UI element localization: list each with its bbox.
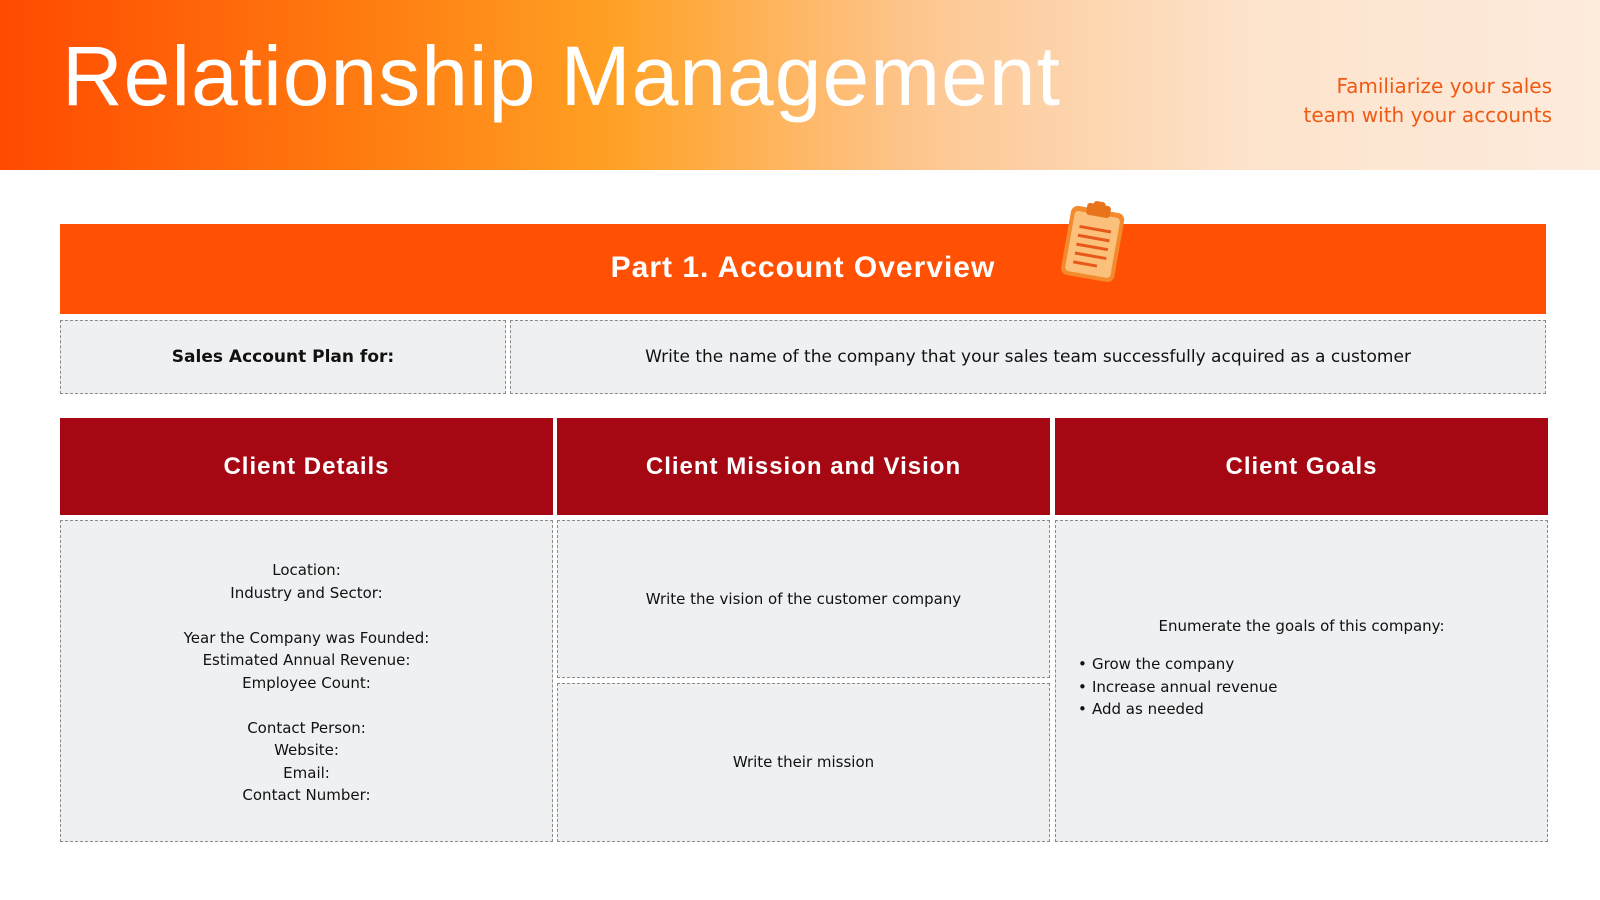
plan-value[interactable]: Write the name of the company that your …	[510, 320, 1546, 394]
goal-item: Add as needed	[1078, 698, 1278, 721]
goals-list: Grow the company Increase annual revenue…	[1078, 653, 1278, 721]
client-details-cell[interactable]: Location: Industry and Sector: Year the …	[60, 520, 553, 842]
client-mission-vision-header: Client Mission and Vision	[557, 418, 1050, 515]
subtitle-line-1: Familiarize your sales	[1336, 74, 1552, 98]
client-details-header: Client Details	[60, 418, 553, 515]
client-mission-cell[interactable]: Write their mission	[557, 683, 1050, 842]
goals-intro: Enumerate the goals of this company:	[1158, 617, 1445, 635]
location-field: Location:	[272, 561, 341, 579]
founded-field: Year the Company was Founded:	[183, 628, 430, 647]
mission-text: Write their mission	[732, 753, 875, 772]
client-vision-cell[interactable]: Write the vision of the customer company	[557, 520, 1050, 678]
spacer	[61, 694, 552, 717]
spacer	[61, 604, 552, 627]
employee-count-field: Employee Count:	[242, 673, 371, 692]
part1-title: Part 1. Account Overview	[610, 251, 996, 284]
client-goals-cell[interactable]: Enumerate the goals of this company: Gro…	[1055, 520, 1548, 842]
part1-banner: Part 1. Account Overview	[60, 224, 1546, 314]
goal-item: Grow the company	[1078, 653, 1278, 676]
revenue-field: Estimated Annual Revenue:	[202, 651, 411, 669]
vision-text: Write the vision of the customer company	[645, 589, 962, 608]
goal-item: Increase annual revenue	[1078, 676, 1278, 699]
contact-number-field: Contact Number:	[242, 786, 371, 804]
clipboard-icon	[1061, 201, 1125, 283]
subtitle-line-2: team with your accounts	[1303, 103, 1552, 127]
client-goals-header: Client Goals	[1055, 418, 1548, 515]
page-subtitle: Familiarize your sales team with your ac…	[1252, 72, 1552, 130]
email-field: Email:	[283, 763, 330, 782]
page-title: Relationship Management	[62, 29, 1061, 123]
page-header: Relationship Management Familiarize your…	[0, 0, 1600, 170]
plan-label: Sales Account Plan for:	[60, 320, 506, 394]
website-field: Website:	[274, 741, 339, 759]
contact-person-field: Contact Person:	[247, 718, 366, 737]
industry-field: Industry and Sector:	[230, 583, 383, 602]
